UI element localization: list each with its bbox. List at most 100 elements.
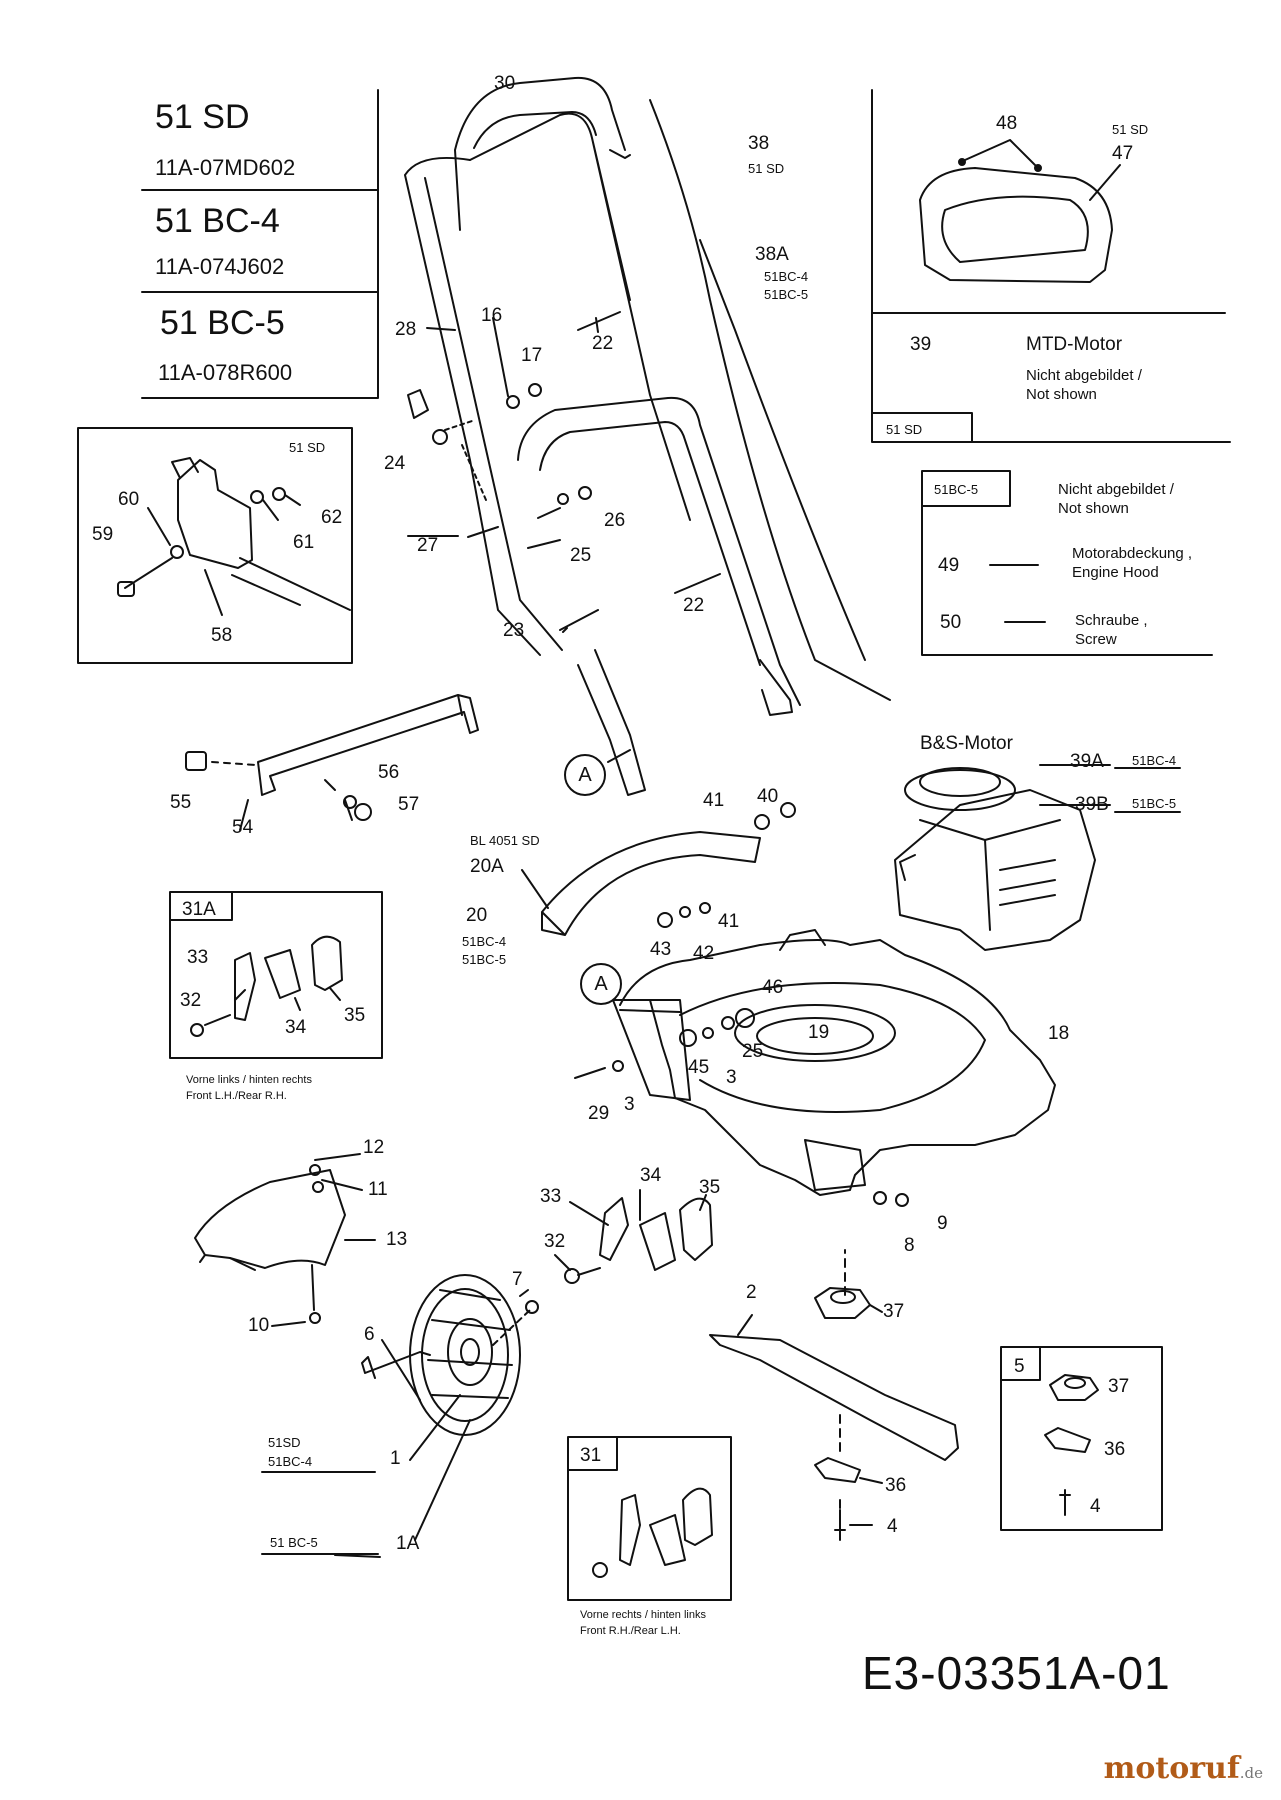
- pin-22b: [674, 573, 721, 594]
- callout-1-model2: 51BC-4: [268, 1454, 313, 1469]
- handle-lower-ends: [577, 649, 793, 796]
- callout-38a-model1: 51BC-4: [764, 269, 809, 284]
- switch-inset-model: 51 SD: [289, 440, 326, 455]
- inset-motor-frame: [871, 89, 1231, 443]
- callout-46: 46: [762, 977, 784, 998]
- callout-11: 11: [368, 1179, 388, 1200]
- callout-47: 47: [1112, 143, 1134, 164]
- callout-18: 18: [1048, 1023, 1070, 1044]
- callout-48: 48: [996, 113, 1018, 134]
- callout-35-31a: 35: [344, 1005, 366, 1026]
- model-name-51bc5: 51 BC-5: [160, 304, 285, 342]
- callout-25-deck: 25: [742, 1041, 764, 1062]
- callout-20a: 20A: [470, 856, 504, 877]
- bs-motor-label: B&S-Motor: [920, 733, 1013, 754]
- inset-5-tag: 5: [1014, 1356, 1025, 1377]
- callout-26: 26: [604, 510, 626, 531]
- handle-lower-bar: [517, 396, 801, 706]
- callout-39: 39: [910, 334, 932, 355]
- callout-20-model1: 51BC-4: [462, 934, 507, 949]
- inset-switch-frame: [77, 427, 353, 664]
- deflector-bracket-20: [541, 831, 761, 936]
- inset-31-caption-en: Front R.H./Rear L.H.: [580, 1625, 681, 1637]
- callout-36-inset5: 36: [1104, 1439, 1126, 1460]
- motor-inset-model-bottom: 51 SD: [886, 422, 923, 437]
- inset-31a-frame: [169, 891, 383, 1059]
- callout-56: 56: [378, 762, 400, 783]
- callout-8: 8: [904, 1235, 915, 1256]
- callout-24: 24: [384, 453, 406, 474]
- callout-50-en: Screw: [1075, 631, 1117, 648]
- callout-43: 43: [650, 939, 672, 960]
- callout-3-lower: 3: [624, 1094, 635, 1115]
- callout-22-upper: 22: [592, 333, 614, 354]
- diagram-id: E3-03351A-01: [862, 1647, 1171, 1699]
- callout-61: 61: [293, 532, 315, 553]
- callout-38: 38: [748, 133, 770, 154]
- switch-body-58: [177, 459, 253, 569]
- motor-hood-47: [919, 167, 1113, 283]
- handle-tube-28: [404, 156, 563, 656]
- callout-1a-model: 51 BC-5: [270, 1535, 318, 1550]
- model-code-51sd: 11A-07MD602: [155, 155, 296, 180]
- inset-5-frame: [1000, 1346, 1163, 1531]
- model-name-51bc4: 51 BC-4: [155, 202, 280, 240]
- motor-note-en: Not shown: [1026, 386, 1097, 403]
- callout-39b: 39B: [1075, 794, 1109, 815]
- mtd-motor-label: MTD-Motor: [1026, 334, 1123, 355]
- callout-13: 13: [386, 1229, 408, 1250]
- callout-34: 34: [640, 1165, 662, 1186]
- callout-42: 42: [693, 943, 715, 964]
- callout-38a: 38A: [755, 244, 789, 265]
- inset-31-caption-de: Vorne rechts / hinten links: [580, 1609, 706, 1621]
- inset-31-tag: 31: [580, 1445, 602, 1466]
- callout-54: 54: [232, 817, 254, 838]
- callout-50: 50: [940, 612, 962, 633]
- callout-20-model2: 51BC-5: [462, 952, 507, 967]
- callout-33-31a: 33: [187, 947, 209, 968]
- callout-3-upper: 3: [726, 1067, 737, 1088]
- callout-39a: 39A: [1070, 751, 1104, 772]
- handle-upper-bar: [454, 76, 626, 231]
- callout-35: 35: [699, 1177, 721, 1198]
- callout-1-model1: 51SD: [268, 1435, 301, 1450]
- callout-20: 20: [466, 905, 488, 926]
- callout-27: 27: [417, 535, 439, 556]
- cable-38: [649, 99, 891, 701]
- callout-17: 17: [521, 345, 543, 366]
- callout-60: 60: [118, 489, 140, 510]
- connector-a-handle: A: [564, 754, 606, 796]
- callout-6: 6: [364, 1324, 375, 1345]
- watermark-tld: .de: [1239, 1764, 1263, 1782]
- callout-45: 45: [688, 1057, 710, 1078]
- connector-a-deck: A: [580, 963, 622, 1005]
- callout-49-de: Motorabdeckung ,: [1072, 545, 1193, 562]
- bc5-note-de: Nicht abgebildet /: [1058, 481, 1174, 498]
- callout-1: 1: [390, 1448, 401, 1469]
- callout-9: 9: [937, 1213, 948, 1234]
- callout-38-model: 51 SD: [748, 161, 785, 176]
- discharge-flap-13: [194, 1169, 346, 1269]
- model-code-51bc5: 11A-078R600: [158, 360, 293, 385]
- mower-deck-18: [619, 939, 1056, 1196]
- callout-58: 58: [211, 625, 233, 646]
- callout-19: 19: [808, 1022, 830, 1043]
- inset-31-frame: [567, 1436, 732, 1601]
- callout-57: 57: [398, 794, 420, 815]
- callout-38a-model2: 51BC-5: [764, 287, 809, 302]
- watermark-brand: motoruf: [1103, 1751, 1240, 1786]
- callout-12: 12: [363, 1137, 385, 1158]
- callout-7: 7: [512, 1269, 523, 1290]
- callout-50-de: Schraube ,: [1075, 612, 1148, 629]
- callout-4: 4: [887, 1516, 898, 1537]
- bc5-note-en: Not shown: [1058, 500, 1129, 517]
- bc5-inset-model: 51BC-5: [934, 482, 979, 497]
- callout-22-lower: 22: [683, 595, 705, 616]
- model-name-51sd: 51 SD: [155, 98, 250, 136]
- callout-29: 29: [588, 1103, 610, 1124]
- motor-inset-model-top: 51 SD: [1112, 122, 1149, 137]
- blade-2: [709, 1334, 959, 1461]
- callout-49: 49: [938, 555, 960, 576]
- inset-bc5-frame: [921, 470, 1213, 656]
